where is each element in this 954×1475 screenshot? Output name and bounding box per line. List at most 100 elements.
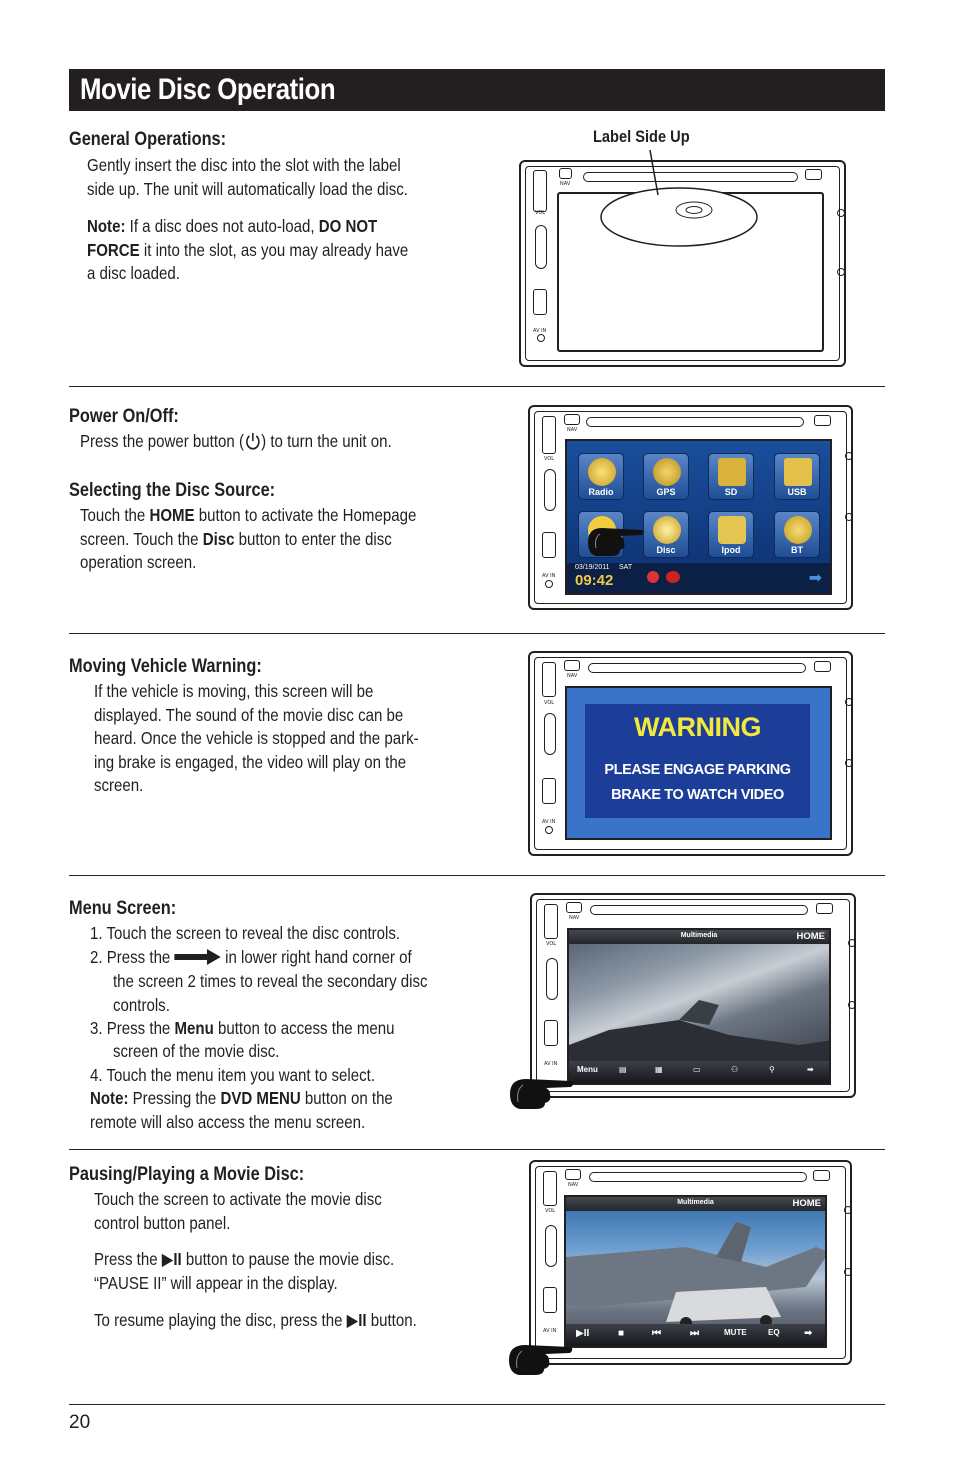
pause-text-2: Press the ▶II button to pause the movie … xyxy=(94,1249,395,1293)
eject-button xyxy=(814,415,831,426)
pause-heading: Pausing/Playing a Movie Disc: xyxy=(69,1164,305,1185)
power-icon xyxy=(245,433,260,450)
head-unit-menu: NAV VOL AV IN Multimedia HOME Menu ▤ ▦ ▭… xyxy=(530,893,856,1098)
pause-text-1: Touch the screen to activate the movie d… xyxy=(94,1189,382,1233)
menu-heading: Menu Screen: xyxy=(69,898,177,919)
subtitle-icon[interactable]: ▦ xyxy=(655,1065,663,1074)
power-text: Press the power button () to turn the un… xyxy=(80,431,392,451)
volume-buttons xyxy=(543,1171,557,1206)
play-pause-button[interactable]: ▶II xyxy=(576,1328,590,1339)
next-button[interactable]: ⏭ xyxy=(690,1328,699,1339)
eject-button xyxy=(813,1170,830,1181)
eject-button xyxy=(814,661,831,672)
tile-radio[interactable]: Radio xyxy=(578,453,624,500)
arrow-right-icon[interactable]: ➡ xyxy=(808,570,822,587)
disc-slot xyxy=(583,172,798,182)
jet-aircraft-image xyxy=(566,1222,825,1329)
general-operations-text: Gently insert the disc into the slot wit… xyxy=(87,155,408,199)
disc-source-heading: Selecting the Disc Source: xyxy=(69,480,276,501)
footer-divider xyxy=(69,1404,885,1405)
pointing-hand-icon xyxy=(509,1345,573,1375)
menu-step-2: 2. Press the in lower right hand corner … xyxy=(90,947,412,967)
home-status-bar: 03/19/2011 SAT 09:42 ➡ xyxy=(567,563,830,593)
tile-sd[interactable]: SD xyxy=(708,453,754,500)
tile-disc[interactable]: Disc xyxy=(643,511,689,558)
eject-button xyxy=(816,903,833,914)
settings-icon[interactable] xyxy=(647,571,659,583)
disc-icon xyxy=(600,187,758,247)
camera-angle-icon[interactable]: ⚇ xyxy=(731,1065,739,1074)
pointing-hand-icon xyxy=(588,528,644,556)
home-button[interactable]: HOME xyxy=(792,1198,822,1209)
head-unit-disc-insert: NAV VOL AV IN xyxy=(519,150,846,367)
stop-button[interactable]: ■ xyxy=(618,1328,625,1339)
usb-port xyxy=(533,289,547,315)
multimedia-top-bar: Multimedia HOME xyxy=(566,1197,825,1211)
tile-bt[interactable]: BT xyxy=(774,511,820,558)
page-title: Movie Disc Operation xyxy=(80,73,336,106)
menu-note: Note: Pressing the DVD MENU button on th… xyxy=(90,1088,393,1132)
home-button[interactable]: HOME xyxy=(796,931,826,942)
volume-buttons xyxy=(544,904,558,939)
sd-slot xyxy=(535,225,547,269)
power-heading: Power On/Off: xyxy=(69,406,179,427)
pointing-hand-icon xyxy=(510,1079,574,1109)
usb-port xyxy=(543,1287,557,1313)
tile-ipod[interactable]: Ipod xyxy=(708,511,754,558)
warning-title: WARNING xyxy=(634,712,762,742)
eq-button[interactable]: EQ xyxy=(768,1328,780,1337)
warning-screen: WARNING PLEASE ENGAGE PARKING BRAKE TO W… xyxy=(565,686,832,840)
label-pointer-line xyxy=(649,150,659,196)
menu-step-2-cont: the screen 2 times to reveal the seconda… xyxy=(113,971,428,1015)
divider xyxy=(69,875,885,876)
menu-button[interactable]: Menu xyxy=(577,1065,598,1074)
general-operations-heading: General Operations: xyxy=(69,129,227,150)
search-icon[interactable]: ⚲ xyxy=(769,1065,775,1074)
arrow-right-icon xyxy=(174,949,221,965)
audio-icon[interactable]: ▤ xyxy=(619,1065,627,1074)
head-unit-warning: NAV VOL AV IN WARNING PLEASE ENGAGE PARK… xyxy=(528,651,853,856)
warning-box: WARNING PLEASE ENGAGE PARKING BRAKE TO W… xyxy=(585,704,810,818)
multimedia-control-bar: Menu ▤ ▦ ▭ ⚇ ⚲ ➡ xyxy=(569,1061,829,1083)
label-side-up-caption: Label Side Up xyxy=(593,127,690,146)
power-button xyxy=(564,660,580,671)
general-operations-note: Note: If a disc does not auto-load, DO N… xyxy=(87,216,409,283)
tile-gps[interactable]: GPS xyxy=(643,453,689,500)
tile-usb[interactable]: USB xyxy=(774,453,820,500)
multimedia-screen[interactable]: Multimedia HOME Menu ▤ ▦ ▭ ⚇ ⚲ ➡ xyxy=(567,928,831,1085)
menu-step-3: 3. Press the Menu button to access the m… xyxy=(90,1018,395,1038)
title-bar: Movie Disc Operation xyxy=(69,69,885,111)
home-screen[interactable]: Radio GPS SD USB SiriusXM Disc Ipod BT 0… xyxy=(565,439,832,595)
pause-text-3: To resume playing the disc, press the ▶I… xyxy=(94,1310,417,1330)
aircraft-silhouette xyxy=(569,1000,829,1070)
usb-port xyxy=(544,1020,558,1046)
warning-heading: Moving Vehicle Warning: xyxy=(69,656,262,677)
page-number: 20 xyxy=(69,1412,91,1433)
multimedia-top-bar: Multimedia HOME xyxy=(569,930,829,944)
mute-button[interactable]: MUTE xyxy=(724,1328,747,1337)
divider xyxy=(69,386,885,387)
menu-step-4: 4. Touch the menu item you want to selec… xyxy=(90,1065,375,1085)
power-button xyxy=(565,1169,581,1180)
eject-button xyxy=(805,169,822,180)
warning-line-1: PLEASE ENGAGE PARKING xyxy=(604,762,791,778)
divider xyxy=(69,633,885,634)
power-button xyxy=(564,414,580,425)
mute-icon[interactable] xyxy=(666,571,680,583)
volume-buttons xyxy=(542,662,556,697)
head-unit-home: NAV VOL AV IN Radio GPS SD USB SiriusXM … xyxy=(528,405,853,610)
usb-port xyxy=(542,532,556,558)
playback-screen[interactable]: Multimedia HOME ▶II ■ ⏮ ⏭ MUTE EQ ➡ xyxy=(564,1195,827,1348)
menu-step-1: 1. Touch the screen to reveal the disc c… xyxy=(90,923,401,943)
power-button xyxy=(566,902,582,913)
divider xyxy=(69,1149,885,1150)
previous-button[interactable]: ⏮ xyxy=(652,1328,661,1339)
title-icon[interactable]: ▭ xyxy=(693,1065,701,1074)
playback-control-bar: ▶II ■ ⏮ ⏭ MUTE EQ ➡ xyxy=(566,1324,825,1346)
warning-text: If the vehicle is moving, this screen wi… xyxy=(94,681,419,795)
arrow-right-icon[interactable]: ➡ xyxy=(807,1065,814,1074)
arrow-right-icon[interactable]: ➡ xyxy=(804,1328,813,1339)
warning-line-2: BRAKE TO WATCH VIDEO xyxy=(611,787,784,803)
volume-buttons xyxy=(542,416,556,454)
head-unit-playback: NAV VOL AV IN Multimedia HOME ▶II ■ ⏮ ⏭ … xyxy=(529,1160,852,1365)
